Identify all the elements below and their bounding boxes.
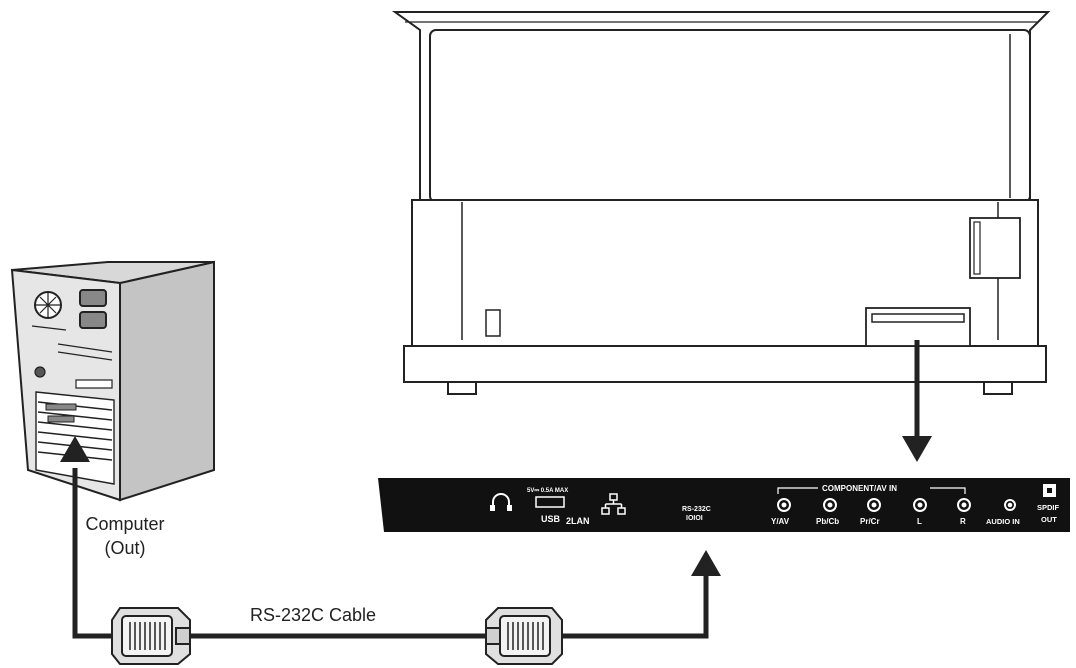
rs232c-cable-route (72, 468, 709, 639)
audio-l-jack[interactable] (913, 498, 927, 512)
display-base (403, 345, 1047, 383)
rs232c-cable-label: RS-232C Cable (250, 605, 377, 625)
component-av-in-label: COMPONENT/AV IN (822, 484, 897, 493)
display-back-cover (429, 29, 1031, 203)
display-terminal-slot (871, 313, 965, 323)
rs232c-port-symbol: IOIOI (686, 515, 703, 522)
pr-cr-jack-pin (871, 502, 877, 508)
pb-cb-label: Pb/Cb (816, 517, 839, 526)
display-side-handle-inner (973, 221, 981, 275)
y-av-label: Y/AV (771, 517, 790, 526)
computer-label-line1: Computer (85, 514, 165, 534)
audio-r-label: R (960, 517, 966, 526)
terminal-panel: 5V⎓ 0.5A MAX USB 2LAN RS-232C IOIOI COMP… (378, 478, 1070, 532)
y-av-jack-pin (781, 502, 787, 508)
component-title-backdrop (818, 482, 930, 493)
pr-cr-label: Pr/Cr (860, 517, 880, 526)
terminal-callout-arrow (902, 340, 932, 462)
audio-in-label: AUDIO IN (986, 517, 1020, 526)
display-rear-view (391, 11, 1051, 395)
pb-cb-jack-pin (827, 502, 833, 508)
usb-port[interactable] (535, 496, 565, 508)
rs232c-port-label: RS-232C (682, 506, 711, 513)
rs232c-connector-left (111, 607, 191, 665)
audio-l-jack-pin (917, 502, 923, 508)
audio-l-label: L (917, 517, 922, 526)
audio-r-jack-pin (961, 502, 967, 508)
computer-ridge-lines (57, 343, 113, 361)
display-foot-right (983, 381, 1013, 395)
panel-arrowhead (691, 550, 721, 576)
spdif-label: SPDIF (1037, 503, 1060, 512)
headphone-icon (492, 493, 510, 508)
lan-label: 2LAN (566, 516, 590, 526)
pr-cr-jack[interactable] (867, 498, 881, 512)
computer-fan-grille (36, 293, 60, 317)
computer-indicator (34, 366, 46, 378)
computer-power-socket-top (79, 289, 107, 307)
computer-power-socket-bottom (79, 311, 107, 329)
lan-network-icon (601, 493, 626, 515)
display-rear-clip (485, 309, 501, 337)
cable-right-run (560, 572, 709, 639)
computer-out-label: Computer (Out) (60, 512, 190, 560)
computer-vent-line (31, 325, 67, 331)
audio-in-jack[interactable] (1004, 499, 1016, 511)
rs232c-connector-right (485, 607, 563, 665)
headphone-icon-cup-left (490, 505, 495, 511)
cable-left-run (72, 468, 115, 639)
usb-label: USB (541, 514, 561, 524)
spdif-optical-port-core (1047, 488, 1052, 493)
audio-r-jack[interactable] (957, 498, 971, 512)
headphone-icon-cup-right (507, 505, 512, 511)
computer-side-panel (119, 260, 215, 502)
computer-tower (10, 260, 215, 502)
spdif-out-label: OUT (1041, 515, 1057, 524)
display-foot-left (447, 381, 477, 395)
usb-spec-label: 5V⎓ 0.5A MAX (527, 488, 568, 494)
y-av-jack[interactable] (777, 498, 791, 512)
computer-arrowhead (60, 436, 90, 462)
pb-cb-jack[interactable] (823, 498, 837, 512)
computer-label-line2: (Out) (104, 538, 146, 558)
computer-port-block (75, 379, 113, 389)
audio-in-jack-pin (1007, 502, 1013, 508)
